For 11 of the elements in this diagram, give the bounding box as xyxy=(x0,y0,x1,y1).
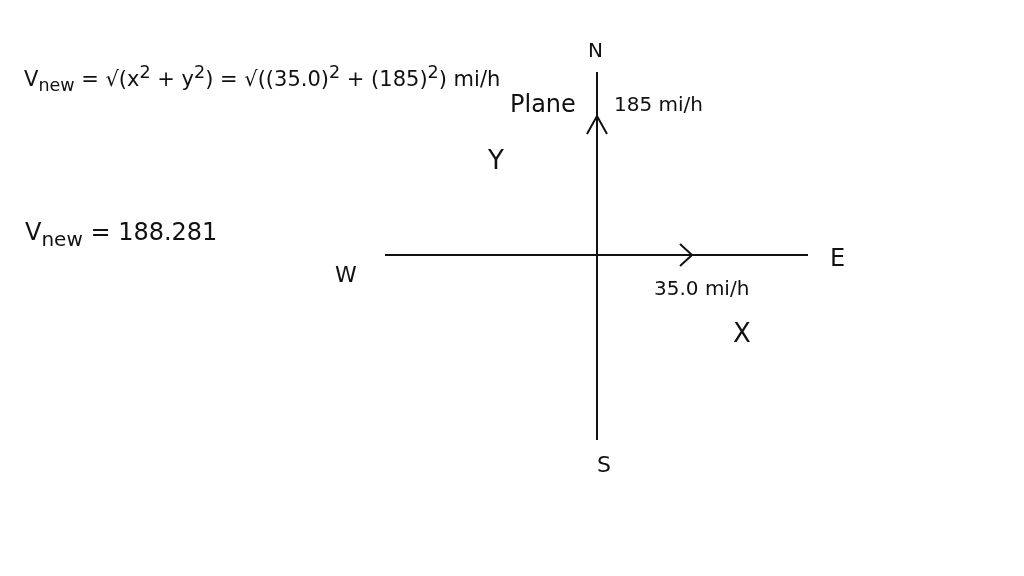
speed-label: 185 mi/h xyxy=(614,92,703,116)
vector-label: Plane xyxy=(510,90,576,119)
compass-label: N xyxy=(588,38,603,62)
formula: V$_{new}$ = √(x$^{2}$ + y$^{2}$) = √((35.0)$^{2}$ + (185)$^{2}$) mi/h xyxy=(24,62,501,97)
axis-label: X xyxy=(733,318,751,350)
compass-label: E xyxy=(830,244,846,273)
speed-label: 35.0 mi/h xyxy=(654,276,750,300)
compass-label: S xyxy=(597,452,611,479)
compass-label: W xyxy=(335,262,357,289)
result-formula: V$_{new}$ = 188.281 xyxy=(25,218,218,251)
axis-label: Y xyxy=(488,145,504,177)
